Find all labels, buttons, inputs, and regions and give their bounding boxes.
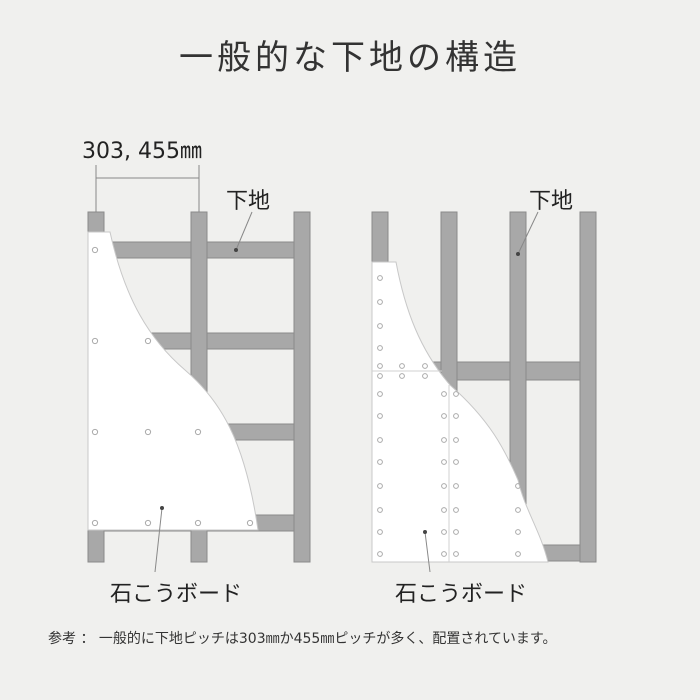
right-screws (377, 275, 521, 557)
right-board-seams (372, 370, 450, 562)
left-diagram (87, 165, 311, 573)
right-stud-4 (579, 211, 597, 563)
right-board-label: 石こうボード (395, 582, 528, 607)
left-board-leader-dot (160, 506, 164, 510)
right-substrate-leader (517, 211, 539, 255)
left-substrate-label: 下地 (226, 189, 271, 214)
left-board-label: 石こうボード (110, 582, 243, 607)
right-substrate-label: 下地 (529, 189, 574, 214)
right-diagram (371, 211, 597, 573)
page-title: 一般的な下地の構造 (179, 38, 521, 78)
right-gypsum-board (371, 261, 549, 563)
right-board-leader-dot (423, 530, 427, 534)
right-substrate-leader-dot (516, 252, 520, 256)
left-substrate-leader-dot (234, 248, 238, 252)
left-screws (91, 246, 254, 527)
left-substrate-leader (235, 211, 253, 251)
left-stud-3 (293, 211, 311, 563)
footnote: 参考 ： 一般的に下地ピッチは303㎜か455㎜ピッチが多く、配置されています。 (48, 631, 557, 647)
dimension-line (95, 165, 200, 212)
left-board-leader (154, 507, 163, 573)
dimension-label: 303, 455㎜ (82, 139, 202, 164)
right-board-leader (424, 531, 431, 573)
left-gypsum-board (87, 231, 259, 531)
